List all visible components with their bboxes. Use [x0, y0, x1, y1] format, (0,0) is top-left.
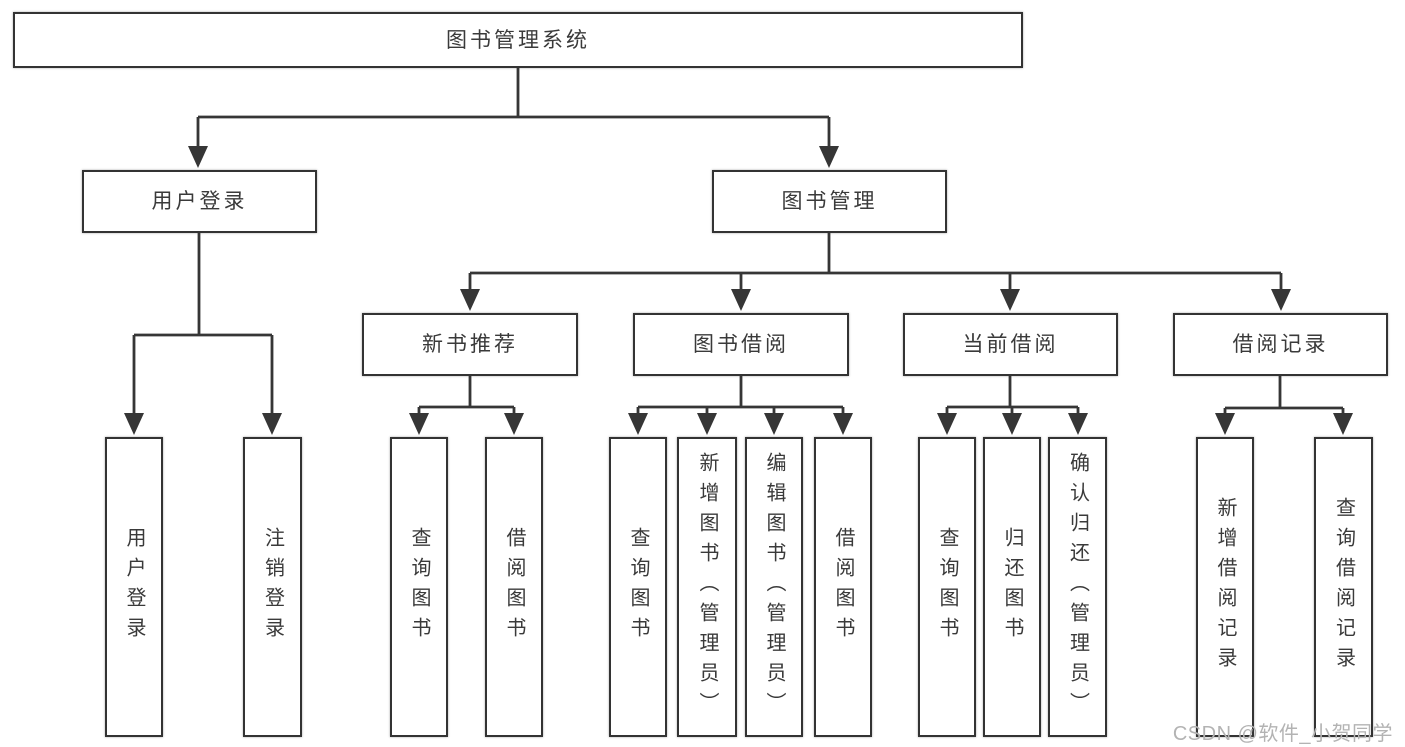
arrowheads — [124, 146, 1353, 435]
node-borrow-records-label: 借阅记录 — [1232, 333, 1329, 356]
node-leaf-logout-label: 注销登录 — [261, 527, 284, 647]
node-leaf-query-book-3: 查询图书 — [918, 437, 976, 737]
edge-bookmgmt-to-level3 — [468, 233, 1283, 291]
edge-root-to-level2 — [196, 68, 831, 148]
node-leaf-confirm-return: 确认归还（管理员） — [1048, 437, 1107, 737]
edge-newbookrec-to-leaves — [417, 376, 516, 414]
node-leaf-add-borrow-record-label: 新增借阅记录 — [1214, 497, 1236, 677]
edge-bookborrow-to-leaves — [636, 376, 845, 414]
node-current-borrow: 当前借阅 — [903, 313, 1118, 376]
edge-borrowrecords-to-leaves — [1223, 376, 1345, 414]
node-book-borrow-label: 图书借阅 — [693, 333, 789, 356]
node-book-mgmt: 图书管理 — [712, 170, 947, 233]
node-leaf-query-book-2-label: 查询图书 — [627, 527, 649, 647]
node-leaf-confirm-return-label: 确认归还（管理员） — [1066, 452, 1089, 722]
node-leaf-borrow-book-2-label: 借阅图书 — [832, 527, 854, 647]
node-new-book-rec-label: 新书推荐 — [422, 333, 518, 356]
node-new-book-rec: 新书推荐 — [362, 313, 578, 376]
node-borrow-records: 借阅记录 — [1173, 313, 1388, 376]
node-leaf-query-book-3-label: 查询图书 — [936, 527, 958, 647]
node-leaf-logout: 注销登录 — [243, 437, 302, 737]
node-leaf-query-book-2: 查询图书 — [609, 437, 667, 737]
node-leaf-query-book-1-label: 查询图书 — [408, 527, 430, 647]
node-leaf-query-borrow-record: 查询借阅记录 — [1314, 437, 1373, 737]
node-leaf-query-book-1: 查询图书 — [390, 437, 448, 737]
node-leaf-return-book: 归还图书 — [983, 437, 1041, 737]
node-book-mgmt-label: 图书管理 — [781, 190, 878, 213]
edge-currentborrow-to-leaves — [945, 376, 1080, 414]
node-leaf-add-book: 新增图书（管理员） — [677, 437, 737, 737]
node-leaf-query-borrow-record-label: 查询借阅记录 — [1332, 497, 1355, 677]
node-root: 图书管理系统 — [13, 12, 1023, 68]
node-leaf-borrow-book-1-label: 借阅图书 — [503, 527, 525, 647]
node-leaf-borrow-book-1: 借阅图书 — [485, 437, 543, 737]
connector-edges — [132, 68, 1345, 414]
node-user-login: 用户登录 — [82, 170, 317, 233]
node-book-borrow: 图书借阅 — [633, 313, 849, 376]
csdn-watermark: CSDN @软件_小贺同学 — [1172, 723, 1393, 745]
node-leaf-edit-book: 编辑图书（管理员） — [745, 437, 803, 737]
node-leaf-add-book-label: 新增图书（管理员） — [696, 452, 718, 722]
node-leaf-user-login-label: 用户登录 — [123, 527, 145, 647]
node-leaf-borrow-book-2: 借阅图书 — [814, 437, 872, 737]
node-leaf-return-book-label: 归还图书 — [1001, 527, 1023, 647]
node-current-borrow-label: 当前借阅 — [962, 333, 1059, 356]
edge-userlogin-to-leaves — [132, 233, 274, 414]
node-leaf-add-borrow-record: 新增借阅记录 — [1196, 437, 1254, 737]
node-leaf-edit-book-label: 编辑图书（管理员） — [763, 452, 785, 722]
node-user-login-label: 用户登录 — [151, 190, 248, 213]
node-root-label: 图书管理系统 — [446, 28, 590, 52]
node-leaf-user-login: 用户登录 — [105, 437, 163, 737]
